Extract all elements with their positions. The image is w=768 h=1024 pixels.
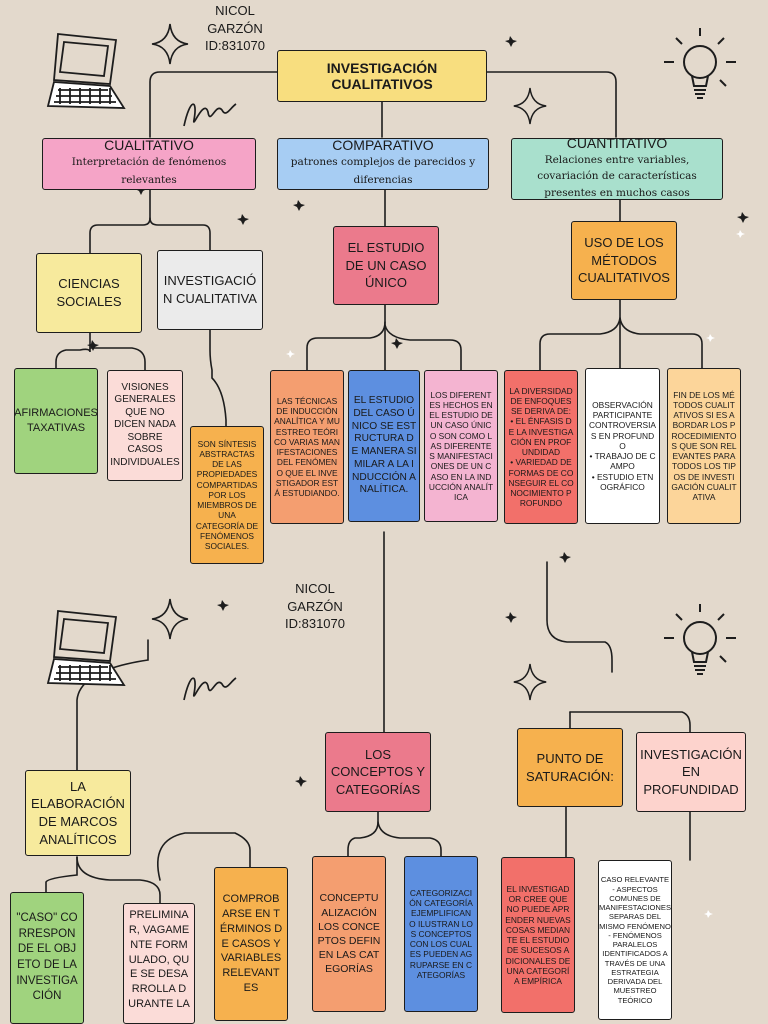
laptop-icon [46, 33, 126, 109]
node-preliminar: PRELIMINAR, VAGAMENTE FORMULADO, QUE SE … [123, 903, 195, 1024]
node-investigacion-profundidad: INVESTIGACIÓN EN PROFUNDIDAD [636, 732, 746, 812]
observacion-list: TRABAJO DE CAMPO ESTUDIO ETNOGRÁFICO [589, 451, 656, 492]
laptop-icon [46, 610, 126, 686]
node-conceptos-categorias: LOS CONCEPTOS Y CATEGORÍAS [325, 732, 431, 812]
diversidad-title: LA DIVERSIDAD DE ENFOQUES SE DERIVA DE: [509, 385, 573, 417]
main-title: INVESTIGACIÓN CUALITATIVOS [277, 50, 487, 102]
node-marcos-analiticos: LA ELABORACIÓN DE MARCOS ANALÍTICOS [25, 770, 131, 856]
diversidad-item: VARIEDAD DE FORMAS DE CONSEGUIR EL CONOC… [508, 457, 574, 508]
branch-subtitle: Interpretación de fenómenos relevantes [71, 155, 227, 186]
node-hechos: LOS DIFERENTES HECHOS EN EL ESTUDIO DE U… [424, 370, 498, 522]
node-punto-saturacion: PUNTO DE SATURACIÓN: [517, 728, 623, 807]
lightbulb-icon [664, 28, 736, 99]
node-fin-metodos: FIN DE LOS MÉTODOS CUALITATIVOS SI ES AB… [667, 368, 741, 524]
node-comprobarse: COMPROBARSE EN TÉRMINOS DE CASOS Y VARIA… [214, 867, 288, 1021]
observacion-item: TRABAJO DE CAMPO [589, 451, 656, 472]
node-uso-metodos: USO DE LOS MÉTODOS CUALITATIVOS [571, 221, 677, 300]
node-conceptualizacion: CONCEPTUALIZACIÓN LOS CONCEPTOS DEFINEN … [312, 856, 386, 1012]
node-ciencias-sociales: CIENCIAS SOCIALES [36, 253, 142, 333]
node-observacion: OBSERVACIÓN PARTICIPANTE CONTROVERSIAS E… [585, 368, 660, 524]
observacion-title: OBSERVACIÓN PARTICIPANTE CONTROVERSIAS E… [589, 399, 657, 451]
node-tecnicas: LAS TÉCNICAS DE INDUCCIÓN ANALÍTICA Y MU… [270, 370, 344, 524]
branch-title: CUALITATIVO [104, 138, 194, 154]
branch-cualitativo: CUALITATIVO Interpretación de fenómenos … [42, 138, 256, 190]
node-estructura: EL ESTUDIO DEL CASO ÚNICO SE ESTRUCTURA … [348, 370, 420, 522]
observacion-item: ESTUDIO ETNOGRÁFICO [589, 472, 656, 493]
author-name: NICOL GARZÓN [287, 581, 343, 614]
node-caso-objeto: "CASO" CORRESPONDE EL OBJETO DE LA INVES… [10, 892, 84, 1024]
node-visiones: VISIONES GENERALES QUE NO DICEN NADA SOB… [107, 370, 183, 481]
branch-subtitle: patrones complejos de parecidos y difere… [290, 155, 476, 186]
node-investigador: EL INVESTIGADOR CREE QUE NO PUEDE APREND… [501, 857, 575, 1013]
diversidad-item: EL ÉNFASIS DE LA INVESTIGACIÓN EN PROFUN… [508, 416, 574, 457]
branch-title: CUANTITATIVO [566, 138, 668, 152]
node-sintesis: SON SÍNTESIS ABSTRACTAS DE LAS PROPIEDAD… [190, 426, 264, 564]
author-block: NICOL GARZÓN ID:831070 [196, 2, 274, 55]
branch-title: COMPARATIVO [332, 138, 434, 154]
spiral-icon [183, 103, 237, 127]
spiral-icon [183, 677, 237, 701]
branch-cuantitativo: CUANTITATIVO Relaciones entre variables,… [511, 138, 723, 200]
sparkle-icon [513, 87, 547, 125]
node-caso-relevante: CASO RELEVANTE - ASPECTOS COMUNES DE MAN… [598, 860, 672, 1020]
lightbulb-icon [664, 604, 736, 675]
author-id: ID:831070 [285, 616, 345, 632]
author-name: NICOL GARZÓN [207, 3, 263, 36]
node-diversidad: LA DIVERSIDAD DE ENFOQUES SE DERIVA DE: … [504, 370, 578, 524]
sparkle-icon [151, 23, 189, 65]
author-block: NICOL GARZÓN ID:831070 [276, 580, 354, 633]
author-id: ID:831070 [205, 38, 265, 54]
node-afirmaciones: AFIRMACIONES TAXATIVAS [14, 368, 98, 474]
node-estudio-caso-unico: EL ESTUDIO DE UN CASO ÚNICO [333, 226, 439, 305]
node-categorizacion: CATEGORIZACIÓN CATEGORÍA EJEMPLIFICAN O … [404, 856, 478, 1012]
node-investigacion-cualitativa: INVESTIGACIÓN CUALITATIVA [157, 250, 263, 330]
sparkle-icon [513, 663, 547, 701]
branch-comparativo: COMPARATIVO patrones complejos de pareci… [277, 138, 489, 190]
sparkle-icon [151, 598, 189, 640]
diversidad-list: EL ÉNFASIS DE LA INVESTIGACIÓN EN PROFUN… [508, 416, 574, 508]
branch-subtitle: Relaciones entre variables, covariación … [537, 153, 697, 200]
